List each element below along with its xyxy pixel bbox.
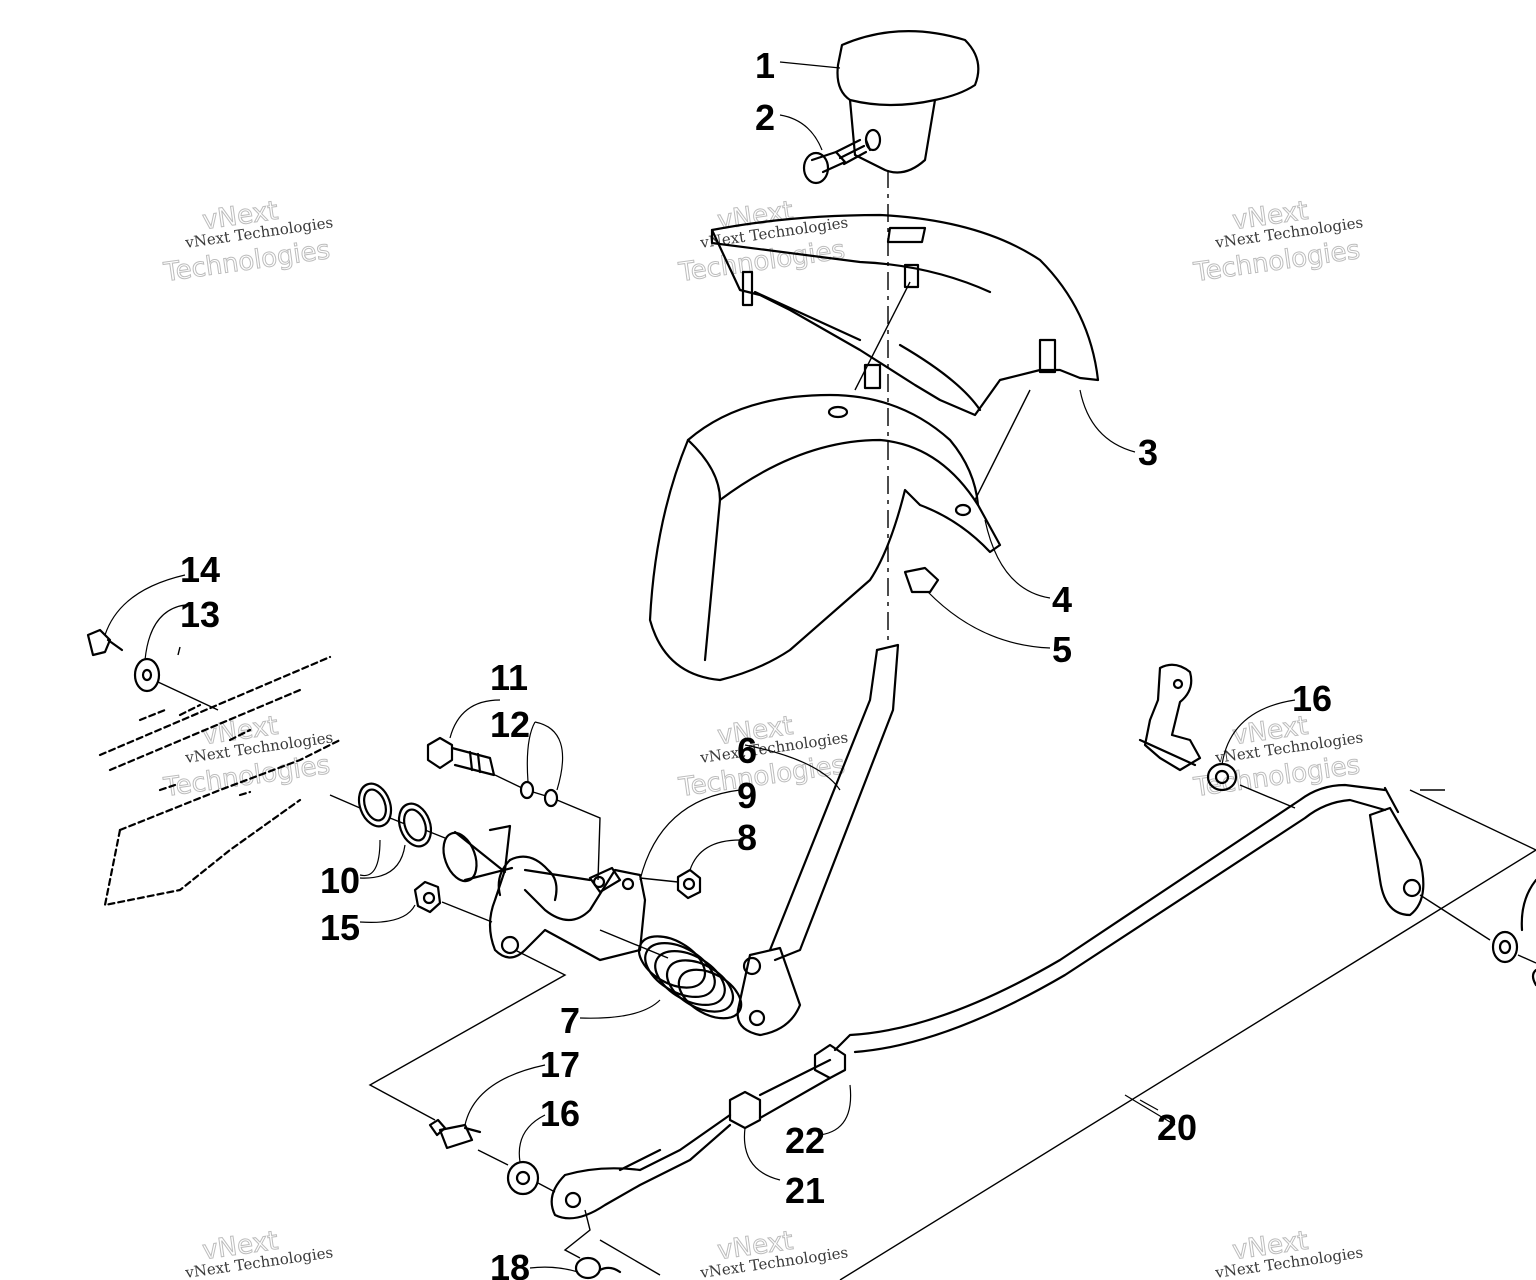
flange-nut-part-15: [413, 880, 442, 914]
callout-labels: 1 2 3 4 5 6 7 8 9 10 11 12 13 14 15 16 1…: [180, 45, 1332, 1280]
callout-15: 15: [320, 907, 360, 948]
washer-part: [133, 657, 161, 693]
rod-end-part: [550, 1058, 832, 1220]
shift-lever-part: [736, 643, 900, 1037]
callout-1: 1: [755, 45, 775, 86]
callout-13: 13: [180, 594, 220, 635]
stud-part: [428, 1118, 482, 1150]
nut-part: [676, 868, 702, 900]
callout-6: 6: [737, 730, 757, 771]
watermark-mid-right: vNext vNext Technologies Technologies: [1191, 710, 1364, 803]
small-rings-part: [519, 780, 559, 808]
watermark-mid-center: vNext vNext Technologies Technologies: [676, 710, 849, 803]
callout-16-upper: 16: [1292, 678, 1332, 719]
screw-part: [802, 138, 872, 185]
washer-part-18: [574, 1256, 622, 1280]
frame-section-part: [98, 655, 342, 907]
callout-2: 2: [755, 97, 775, 138]
assembly-lines: [157, 170, 1536, 1280]
callout-9: 9: [737, 775, 757, 816]
pivot-bracket-part: [442, 824, 647, 962]
callout-18: 18: [490, 1247, 530, 1280]
callout-16-lower: 16: [540, 1093, 580, 1134]
clip-part: [903, 566, 940, 594]
callout-17: 17: [540, 1044, 580, 1085]
callout-22: 22: [785, 1120, 825, 1161]
o-rings-part: [357, 782, 433, 848]
callout-5: 5: [1052, 629, 1072, 670]
callout-10: 10: [320, 860, 360, 901]
watermark-bottom-left: vNext vNext Technologies: [183, 1225, 334, 1280]
watermark-top-left: vNext vNext Technologies Technologies: [161, 195, 334, 288]
shift-knob-part: [836, 30, 980, 174]
callout-12: 12: [490, 704, 530, 745]
shift-cover-front-part: [648, 393, 1002, 682]
watermark-top-right: vNext vNext Technologies Technologies: [1191, 195, 1364, 288]
bolt-part: [86, 628, 124, 657]
callout-8: 8: [737, 817, 757, 858]
right-edge-washer-part: [1491, 878, 1536, 987]
callout-4: 4: [1052, 579, 1072, 620]
spring-part: [638, 935, 743, 1020]
shift-cover-rear-part: [710, 213, 1100, 417]
callout-14: 14: [180, 549, 220, 590]
fitting-part: [426, 736, 496, 777]
callout-3: 3: [1138, 432, 1158, 473]
shift-arm-part: [1138, 663, 1202, 772]
shift-rod-part: [833, 783, 1425, 1054]
watermark-bottom-center: vNext vNext Technologies: [698, 1225, 849, 1280]
jam-nut-part: [813, 1043, 847, 1080]
watermark-bottom-right: vNext vNext Technologies: [1213, 1225, 1364, 1280]
callout-7: 7: [560, 1000, 580, 1041]
leader-lines: [104, 61, 1296, 1273]
bushing-part-lower: [506, 1160, 540, 1196]
callout-21: 21: [785, 1170, 825, 1211]
callout-20: 20: [1157, 1107, 1197, 1148]
watermark-top-center: vNext vNext Technologies Technologies: [676, 195, 849, 288]
callout-11: 11: [490, 657, 528, 698]
